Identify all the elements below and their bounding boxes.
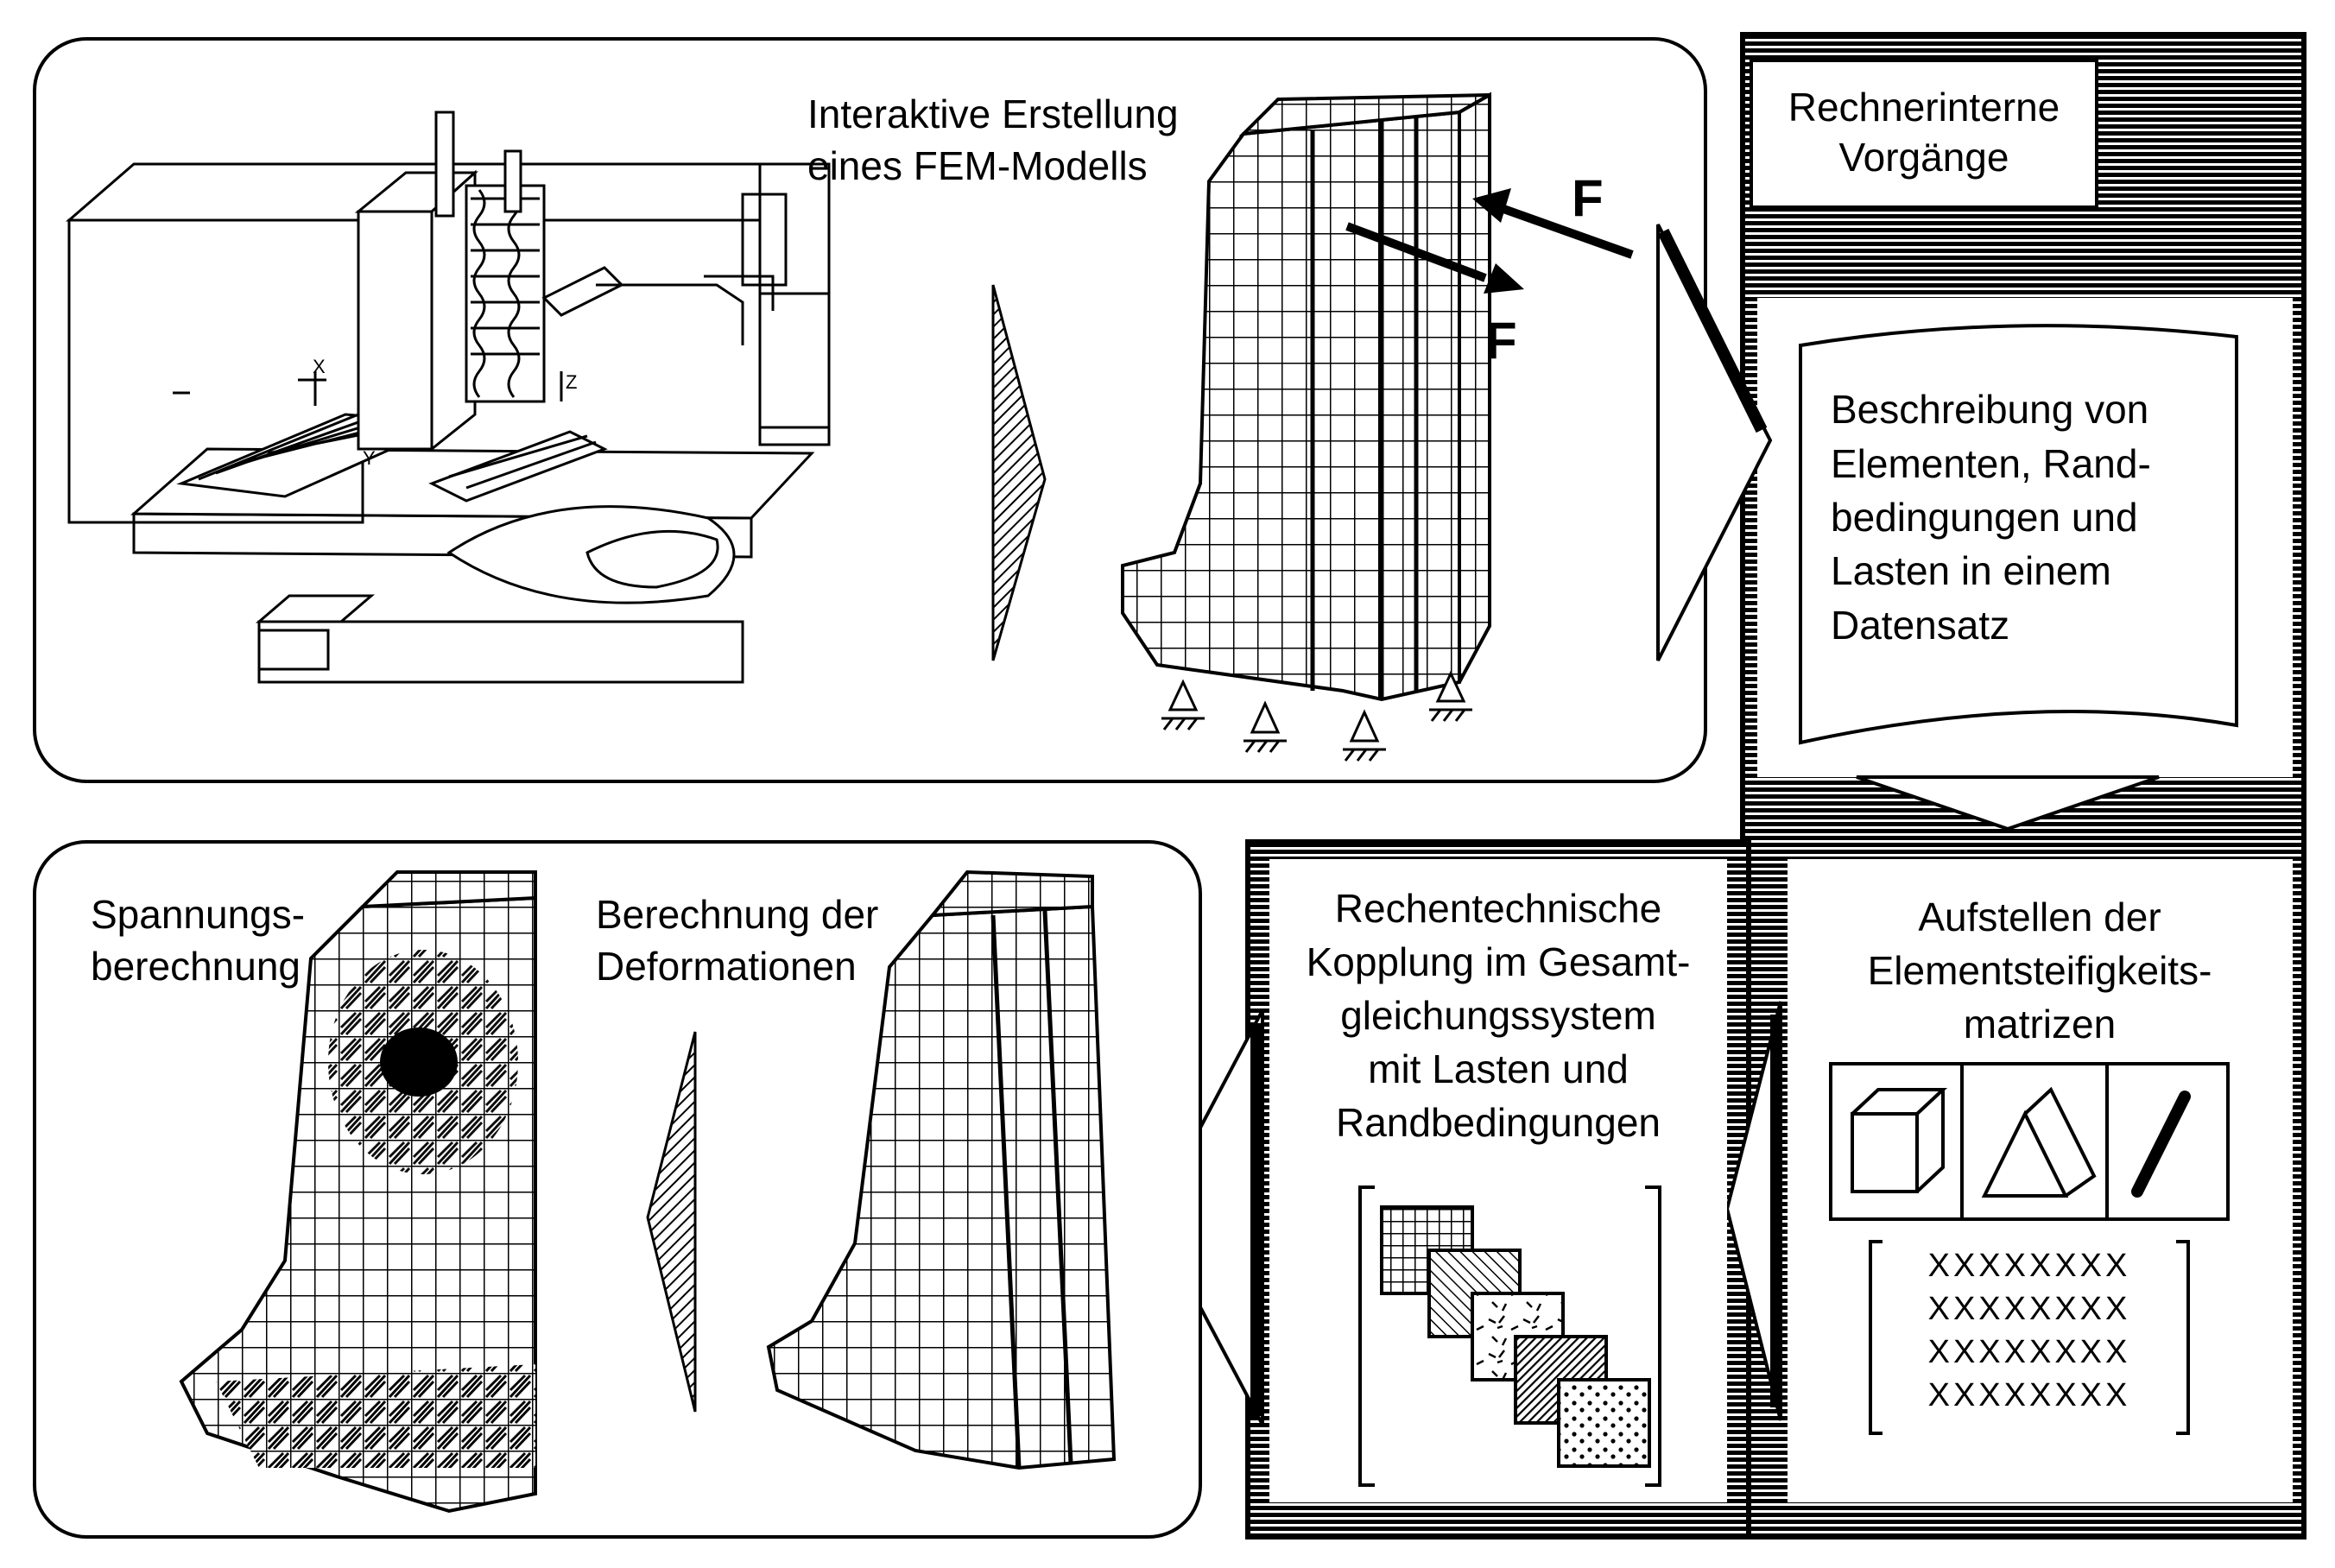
right-arrow-icon-1 [1656,224,1773,661]
axis-x-label: X [313,356,326,377]
deform-label-line-1: Berechnung der [596,892,878,937]
matrix-block-5 [1557,1378,1651,1468]
left-arrow-icon-2 [1724,1001,1782,1421]
doc-line-1: Beschreibung von [1831,387,2148,432]
prism-icon [1981,1086,2097,1198]
fem-label-line-2: eines FEM-Modells [807,143,1148,188]
matrix-row-3: XXXXXXXX [1928,1334,2131,1370]
left-arrow-icon-3 [1150,1009,1264,1426]
title-line-2: Vorgänge [1839,135,2009,180]
support-icons [1161,670,1472,762]
stiffness-line-3: matrizen [1964,1002,2116,1046]
force-arrow-icons: F F [1345,169,1634,370]
fem-label-line-1: Interaktive Erstellung [807,92,1179,136]
matrix-row-4: XXXXXXXX [1928,1377,2131,1413]
axis-labels: X Y Z [298,356,577,469]
force-label-2: F [1485,312,1517,370]
title-box: Rechnerinterne Vorgänge [1750,59,2098,209]
title-line-1: Rechnerinterne [1788,85,2060,130]
coupling-line-5: Randbedingungen [1336,1100,1661,1145]
stiffness-line-2: Elementsteifigkeits- [1868,948,2212,993]
dataset-document: Beschreibung von Elementen, Rand- beding… [1757,298,2293,777]
fem-column-mesh [1121,92,1491,702]
deformed-mesh [766,869,1117,1470]
matrix-row-2: XXXXXXXX [1928,1291,2131,1327]
doc-line-2: Elementen, Rand- [1831,441,2151,486]
stress-label-line-2: berechnung [91,944,301,989]
hatched-arrow-icon-2 [646,1031,697,1413]
force-label-1: F [1572,169,1604,227]
coupling-line-3: gleichungssystem [1340,993,1656,1038]
axis-y-label: Y [363,447,376,469]
element-stiffness-box: Aufstellen der Elementsteifigkeits- matr… [1788,859,2293,1502]
deform-label-line-2: Deformationen [596,944,857,989]
down-arrow-icon [1856,775,2160,831]
axis-z-label: Z [566,371,577,393]
stiffness-line-1: Aufstellen der [1918,895,2161,939]
coupling-line-2: Kopplung im Gesamt- [1307,939,1691,984]
doc-line-4: Lasten in einem [1831,548,2111,593]
stress-label-line-1: Spannungs- [91,892,305,937]
stress-mesh [179,870,537,1514]
machining-center-drawing [65,111,831,684]
doc-line-5: Datensatz [1831,603,2009,648]
beam-icon [2131,1091,2191,1198]
coupling-line-4: mit Lasten und [1368,1046,1629,1091]
hatched-arrow-icon-1 [991,284,1047,661]
matrix-row-1: XXXXXXXX [1928,1248,2131,1284]
hexahedron-icon [1851,1088,1948,1193]
coupling-line-1: Rechentechnische [1335,886,1661,931]
doc-line-3: bedingungen und [1831,495,2138,540]
global-coupling-box: Rechentechnische Kopplung im Gesamt- gle… [1269,859,1727,1502]
